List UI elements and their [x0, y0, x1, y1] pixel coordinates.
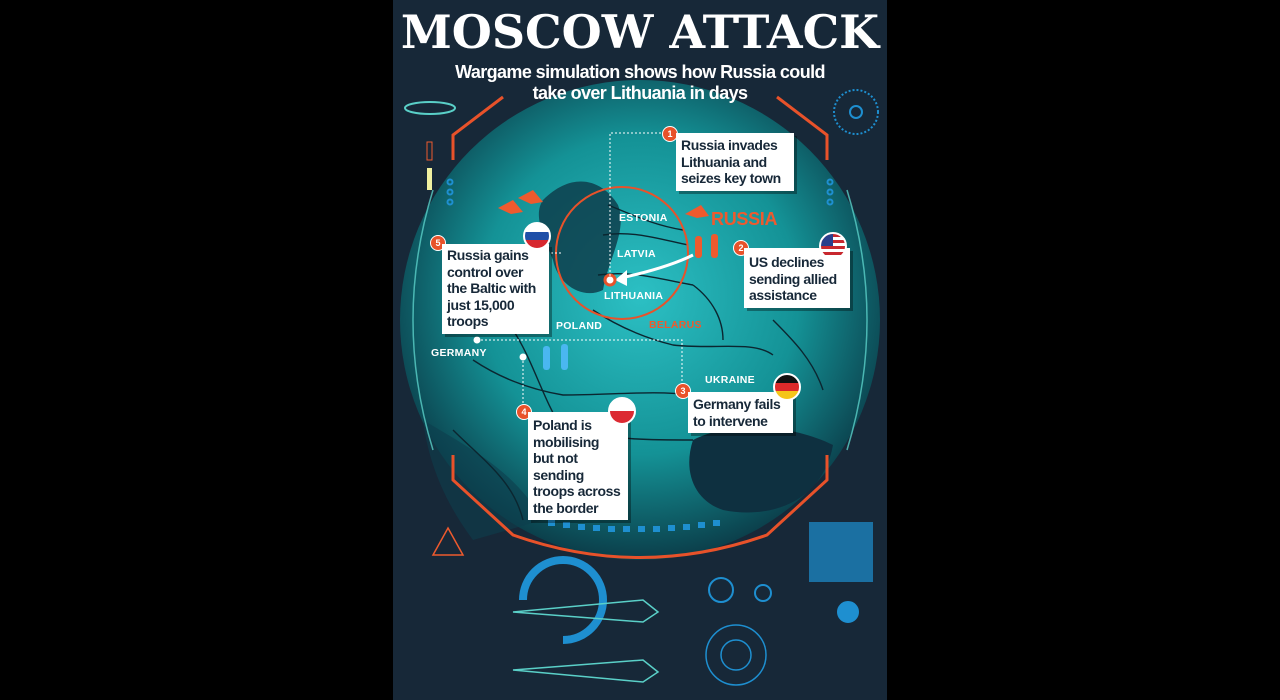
- label-russia: RUSSIA: [711, 209, 778, 229]
- infographic-panel: MOSCOW ATTACK Wargame simulation shows h…: [393, 0, 887, 700]
- callout-4: Poland is mobilising but not sending tro…: [528, 412, 628, 520]
- russian-soldier-icons: [695, 234, 718, 258]
- land-shade: [423, 420, 543, 540]
- label-estonia: ESTONIA: [619, 212, 668, 224]
- russia-flag-icon: [523, 222, 551, 250]
- label-latvia: LATVIA: [617, 248, 656, 260]
- country-borders: [452, 204, 824, 521]
- baltic-sea: [538, 181, 621, 294]
- hud-frame: [451, 95, 829, 559]
- poland-flag-icon: [608, 397, 636, 425]
- polish-soldier-icons: [543, 344, 568, 370]
- us-flag-icon: [819, 232, 847, 260]
- label-germany: GERMANY: [431, 347, 487, 359]
- missile-icons: [512, 599, 660, 683]
- attack-arrow: [620, 253, 694, 280]
- label-ukraine: UKRAINE: [705, 374, 755, 386]
- dash-row: [548, 520, 720, 532]
- jet-icons: [498, 190, 709, 218]
- callout-2: US declines sending allied assistance: [744, 248, 850, 308]
- callout-3: Germany fails to intervene: [688, 392, 793, 433]
- headline: MOSCOW ATTACK: [400, 5, 880, 59]
- label-belarus: BELARUS: [649, 319, 702, 331]
- callout-1: Russia invades Lithuania and seizes key …: [676, 133, 794, 191]
- subtitle-line-2: take over Lithuania in days: [532, 83, 748, 103]
- label-poland: POLAND: [556, 320, 603, 332]
- germany-flag-icon: [773, 373, 801, 401]
- callout-5: Russia gains control over the Baltic wit…: [442, 244, 549, 334]
- subtitle-line-1: Wargame simulation shows how Russia coul…: [455, 62, 825, 82]
- map-graphic: [400, 80, 880, 686]
- callout-3-badge: 3: [675, 383, 691, 399]
- radar-grid: [809, 522, 873, 582]
- black-sea: [689, 427, 833, 513]
- hud-decor: [404, 89, 879, 686]
- label-lithuania: LITHUANIA: [604, 290, 664, 302]
